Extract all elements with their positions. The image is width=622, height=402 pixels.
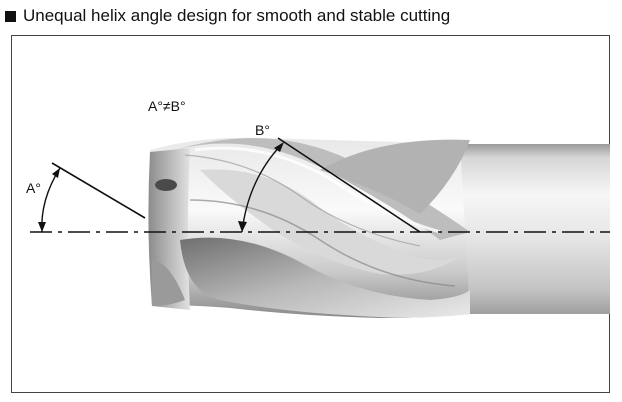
black-square-icon <box>5 10 16 22</box>
angle-b-helix-line <box>277 137 421 233</box>
flute-bottom-edge <box>152 260 185 306</box>
flute-upper <box>175 138 470 240</box>
diagram-heading: Unequal helix angle design for smooth an… <box>3 3 450 29</box>
angle-b-arrow-bottom <box>238 221 247 232</box>
flute-shadow-line <box>189 199 456 287</box>
angle-a-helix-line <box>51 162 146 219</box>
tool-shank <box>440 144 610 314</box>
heading-text: Unequal helix angle design for smooth an… <box>23 6 451 25</box>
flute-highlight <box>194 146 441 234</box>
angle-a-label: A° <box>26 180 41 196</box>
flute-middle <box>200 169 460 275</box>
angle-a-arrow-bottom <box>38 222 46 232</box>
angle-b-label: B° <box>255 122 270 138</box>
flute-top-wing <box>320 139 470 214</box>
angle-b-arc <box>241 143 283 233</box>
flute-lower <box>180 237 470 318</box>
inequality-label: A°≠B° <box>148 98 186 114</box>
flute-shadow-line-2 <box>184 154 421 247</box>
angle-a-arrow-top <box>52 168 60 178</box>
angle-b-arrow-top <box>274 142 284 152</box>
tip-notch <box>155 179 177 191</box>
